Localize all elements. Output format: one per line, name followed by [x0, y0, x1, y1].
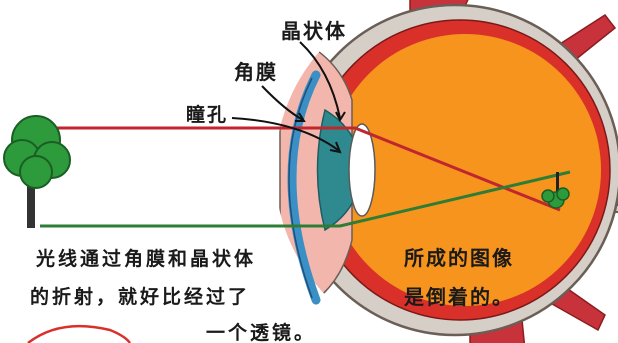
result-line-1: 所成的图像: [404, 242, 514, 271]
tree-icon: [4, 116, 70, 228]
caption: 光线通过角膜和晶状体 的折射，就好比经过了 一个透镜。: [30, 244, 330, 343]
pupil-label: 瞳孔: [186, 106, 228, 125]
caption-line-3: 一个透镜。: [206, 318, 330, 343]
lens: [349, 124, 375, 216]
caption-line-2: 的折射，就好比经过了: [30, 282, 330, 309]
lens-label: 晶状体: [281, 21, 347, 41]
result-line-2: 是倒着的。: [404, 281, 514, 310]
result-note: 所成的图像 是倒着的。: [404, 242, 514, 310]
caption-line-1: 光线通过角膜和晶状体: [36, 244, 330, 271]
cornea-label: 角膜: [234, 62, 278, 82]
